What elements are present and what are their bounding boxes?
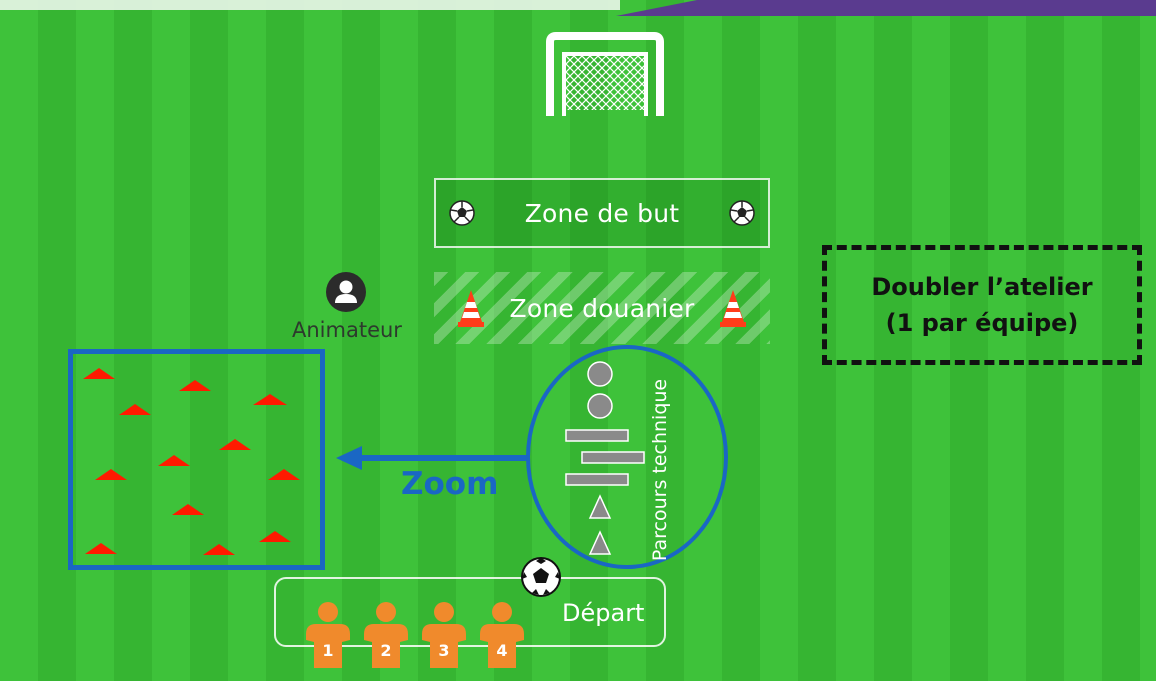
cone-marker (95, 469, 127, 480)
cone-marker (158, 455, 190, 466)
player-jersey-icon: 4 (480, 602, 524, 668)
bar-marker (565, 473, 629, 486)
soccer-ball-icon (729, 200, 755, 226)
cone-marker (253, 394, 287, 405)
traffic-cone-icon (457, 290, 484, 327)
person-icon (326, 272, 366, 312)
soccer-ball-icon (521, 557, 561, 597)
top-edge (0, 0, 620, 10)
zone-de-but-label: Zone de but (524, 198, 680, 228)
player-number: 4 (496, 641, 507, 660)
corner-band (616, 0, 1156, 16)
cone-marker (203, 544, 235, 555)
cone-marker (259, 531, 291, 542)
cone-marker (85, 543, 117, 554)
depart-label: Départ (562, 599, 645, 627)
zone-douanier: Zone douanier (434, 272, 770, 344)
parcours-technique (526, 345, 728, 569)
player-jersey-icon: 3 (422, 602, 466, 668)
cones-area (83, 368, 300, 555)
player-number: 3 (438, 641, 449, 660)
zoom-box (68, 349, 325, 570)
bar-marker (565, 429, 629, 442)
zoom-arrow (336, 446, 528, 470)
triangle-marker (588, 530, 612, 555)
soccer-ball-icon (448, 200, 475, 226)
cone-marker (268, 469, 300, 480)
player-jersey-icon: 2 (364, 602, 408, 668)
cone-marker (119, 404, 151, 415)
player-jersey-icon: 1 (306, 602, 350, 668)
player-number: 2 (380, 641, 391, 660)
doubler-line2: (1 par équipe) (885, 309, 1079, 337)
traffic-cone-icon (720, 290, 747, 327)
zoom-label: Zoom (401, 466, 499, 502)
cone-marker (219, 439, 251, 450)
doubler-line1: Doubler l’atelier (871, 273, 1093, 301)
animateur-label: Animateur (292, 318, 402, 342)
parcours-label: Parcours technique (649, 378, 671, 562)
player-number: 1 (322, 641, 333, 660)
cone-marker (179, 380, 211, 391)
cone-marker (83, 368, 115, 379)
circle-marker (587, 361, 613, 387)
players-group: 1 2 3 4 (306, 602, 524, 668)
animateur: Animateur (292, 272, 432, 352)
depart-zone: Départ (274, 577, 666, 647)
triangle-marker (588, 494, 612, 519)
circle-marker (587, 393, 613, 419)
doubler-note: Doubler l’atelier (1 par équipe) (822, 245, 1142, 365)
goal-icon (546, 32, 664, 116)
cone-marker (172, 504, 204, 515)
bar-marker (581, 451, 645, 464)
zone-douanier-label: Zone douanier (509, 293, 695, 323)
zone-de-but: Zone de but (434, 178, 770, 248)
